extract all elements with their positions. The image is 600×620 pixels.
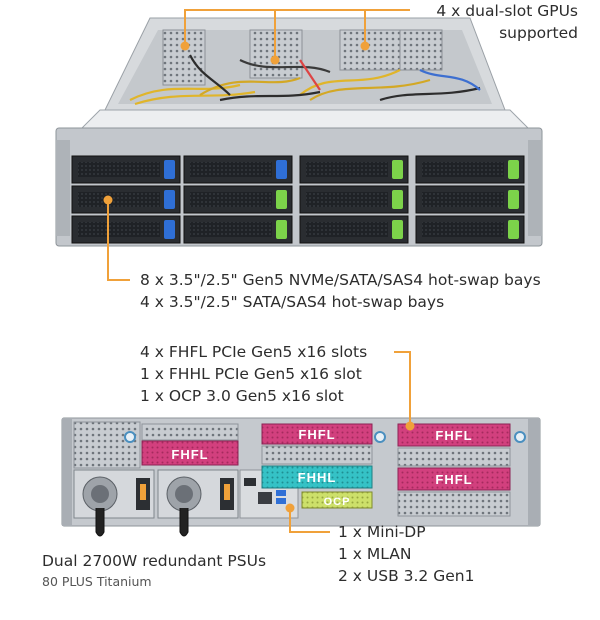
- thumbscrew-icon: [374, 431, 386, 443]
- rear-view-server: FHFL FHFL FHHL OCP FHFL FHFL: [61, 417, 541, 537]
- io-callout-line-2: 1 x MLAN: [338, 545, 412, 563]
- drive-latch-icon[interactable]: [164, 160, 175, 179]
- pcie-callout-line-3: 1 x OCP 3.0 Gen5 x16 slot: [140, 387, 344, 405]
- rear-vent-mesh: [73, 421, 141, 469]
- pcie-callout-text: 4 x FHFL PCIe Gen5 x16 slots 1 x FHHL PC…: [140, 341, 367, 407]
- psu-1: [73, 469, 155, 519]
- drive-tray[interactable]: [415, 155, 525, 184]
- slot-label-fhfl-right-top: FHFL: [435, 428, 472, 443]
- front-view-server: [55, 17, 543, 247]
- slot-ocp: [301, 491, 373, 509]
- psu-handle-1: [95, 508, 105, 537]
- slot-fhfl-left: [141, 440, 239, 466]
- gpu-cage-3: [339, 29, 401, 71]
- drive-latch-icon[interactable]: [508, 190, 519, 209]
- drive-bays: [71, 155, 525, 244]
- slot-label-fhfl-mid: FHFL: [298, 427, 335, 442]
- psu-2: [157, 469, 239, 519]
- gpu-callout-text: 4 x dual-slot GPUs supported: [436, 0, 578, 44]
- pcie-callout-line-2: 1 x FHHL PCIe Gen5 x16 slot: [140, 365, 362, 383]
- slot-label-fhfl-left: FHFL: [171, 447, 208, 462]
- drive-latch-icon[interactable]: [276, 160, 287, 179]
- bays-callout-text: 8 x 3.5"/2.5" Gen5 NVMe/SATA/SAS4 hot-sw…: [140, 269, 541, 313]
- pcie-callout-line: [394, 351, 411, 426]
- mini-dp-port-icon: [244, 478, 256, 486]
- drive-tray[interactable]: [71, 215, 181, 244]
- mlan-port-icon: [258, 492, 272, 504]
- thumbscrew-icon: [514, 431, 526, 443]
- drive-tray[interactable]: [299, 185, 409, 214]
- usb-port-icon-1: [276, 490, 286, 496]
- slot-fhfl-right-bottom: [397, 467, 511, 491]
- drive-tray[interactable]: [299, 215, 409, 244]
- io-callout-line: [289, 508, 330, 533]
- thumbscrew-icon: [124, 431, 136, 443]
- drive-tray[interactable]: [71, 155, 181, 184]
- drive-tray[interactable]: [415, 215, 525, 244]
- front-ear-right: [528, 140, 542, 236]
- drive-latch-icon[interactable]: [164, 190, 175, 209]
- drive-latch-icon[interactable]: [392, 220, 403, 239]
- slot-fhfl-left-mesh-top: [141, 423, 239, 441]
- io-callout-text: 1 x Mini-DP 1 x MLAN 2 x USB 3.2 Gen1: [338, 521, 474, 587]
- slot-fhhl-mid: [261, 465, 373, 489]
- gpu-callout-line-1: 4 x dual-slot GPUs: [436, 2, 578, 20]
- gpu-callout-line-2: supported: [499, 24, 578, 42]
- internal-cables: [129, 54, 481, 106]
- drive-latch-icon[interactable]: [276, 190, 287, 209]
- psu-callout-subtitle: 80 PLUS Titanium: [42, 574, 152, 589]
- rear-rail-left: [62, 418, 72, 526]
- drive-tray[interactable]: [183, 155, 293, 184]
- slot-label-fhfl-right-bottom: FHFL: [435, 472, 472, 487]
- usb-port-icon-2: [276, 498, 286, 504]
- callout-lines: [107, 9, 411, 533]
- drive-latch-icon[interactable]: [508, 160, 519, 179]
- rear-rail-right: [528, 418, 540, 526]
- drive-tray[interactable]: [71, 185, 181, 214]
- slot-filler-right-2: [397, 491, 511, 517]
- slot-filler-mid: [261, 445, 373, 465]
- slot-label-fhhl-mid: FHHL: [298, 470, 337, 485]
- drive-tray[interactable]: [183, 185, 293, 214]
- slot-fhfl-right-top: [397, 423, 511, 447]
- drive-latch-icon[interactable]: [164, 220, 175, 239]
- drive-tray[interactable]: [299, 155, 409, 184]
- slot-filler-right: [397, 447, 511, 467]
- gpu-callout-line: [184, 9, 410, 46]
- drive-latch-icon[interactable]: [276, 220, 287, 239]
- drive-tray[interactable]: [183, 215, 293, 244]
- drive-latch-icon[interactable]: [392, 190, 403, 209]
- chassis-top-edge: [80, 109, 530, 129]
- bays-callout-line-1: 8 x 3.5"/2.5" Gen5 NVMe/SATA/SAS4 hot-sw…: [140, 271, 541, 289]
- bays-callout-line-2: 4 x 3.5"/2.5" SATA/SAS4 hot-swap bays: [140, 293, 445, 311]
- slot-fhfl-mid: [261, 423, 373, 445]
- slot-label-ocp: OCP: [324, 496, 351, 508]
- io-callout-line-1: 1 x Mini-DP: [338, 523, 426, 541]
- front-ear-left: [56, 140, 70, 236]
- psu-handle-2: [179, 508, 189, 537]
- io-callout-line-3: 2 x USB 3.2 Gen1: [338, 567, 475, 585]
- callout-dots: [103, 41, 415, 513]
- drive-latch-icon[interactable]: [508, 220, 519, 239]
- bays-callout-line: [107, 200, 130, 281]
- drive-latch-icon[interactable]: [392, 160, 403, 179]
- pcie-callout-line-1: 4 x FHFL PCIe Gen5 x16 slots: [140, 343, 368, 361]
- drive-tray[interactable]: [415, 185, 525, 214]
- psu-callout-title: Dual 2700W redundant PSUs: [42, 552, 267, 570]
